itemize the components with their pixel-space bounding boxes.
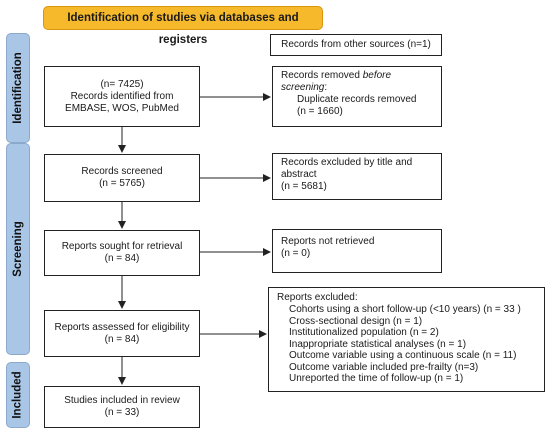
box-not-retrieved: Reports not retrieved (n = 0) (272, 229, 442, 273)
exclusion-reason: Institutionalized population (n = 2) (289, 327, 439, 338)
exclusion-reason: Cohorts using a short follow-up (<10 yea… (289, 304, 521, 315)
header-banner: Identification of studies via databases … (43, 6, 323, 46)
box-records-screened: Records screened (n = 5765) (44, 154, 200, 202)
exclusion-reason: Unreported the time of follow-up (n = 1) (289, 373, 464, 384)
removed-suffix: : (324, 82, 328, 93)
phase-identification: Identification (6, 33, 30, 143)
exclusion-reason: Outcome variable using a continuous scal… (289, 350, 517, 361)
assessed-label: Reports assessed for eligibility (54, 321, 190, 333)
header-title: Identification of studies via databases … (67, 12, 299, 46)
identified-line2: EMBASE, WOS, PubMed (65, 102, 179, 114)
box-records-excluded: Records excluded by title and abstract (… (272, 153, 442, 200)
assessed-n: (n = 84) (104, 333, 140, 345)
phase-screening: Screening (6, 143, 30, 355)
identified-line1: Records identified from (70, 90, 174, 102)
exclusion-reason: Inappropriate statistical analyses (n = … (289, 338, 467, 350)
identified-n: (n= 7425) (100, 78, 144, 90)
excluded-line2: abstract (281, 169, 317, 180)
box-reports-sought: Reports sought for retrieval (n = 84) (44, 230, 200, 276)
removed-detail: Duplicate records removed (297, 94, 417, 105)
reports-excluded-title: Reports excluded: (277, 292, 358, 303)
exclusion-reason: Cross-sectional design (n = 1) (289, 315, 423, 327)
phase-included: Included (6, 362, 30, 428)
not-retrieved-label: Reports not retrieved (281, 236, 375, 247)
box-records-identified: (n= 7425) Records identified from EMBASE… (44, 66, 200, 127)
sought-label: Reports sought for retrieval (61, 241, 183, 252)
screened-label: Records screened (81, 166, 163, 177)
reports-excluded-list: Cohorts using a short follow-up (<10 yea… (277, 304, 536, 385)
box-reports-excluded: Reports excluded: Cohorts using a short … (268, 287, 545, 392)
screened-n: (n = 5765) (99, 178, 145, 189)
box-records-removed: Records removed before screening: Duplic… (272, 66, 442, 127)
not-retrieved-n: (n = 0) (281, 248, 311, 259)
included-n: (n = 33) (104, 407, 140, 418)
exclusion-reason: Outcome variable included pre-frailty (n… (289, 361, 479, 373)
other-sources-text: Records from other sources (n=1) (281, 39, 431, 50)
included-label: Studies included in review (64, 395, 180, 406)
box-studies-included: Studies included in review (n = 33) (44, 386, 200, 428)
removed-prefix: Records removed (281, 70, 363, 81)
removed-italic: before screening (281, 70, 392, 93)
excluded-n: (n = 5681) (281, 181, 327, 192)
removed-n: (n = 1660) (297, 106, 343, 117)
box-other-sources: Records from other sources (n=1) (270, 34, 442, 56)
removed-heading: Records removed before screening: (281, 70, 433, 94)
box-reports-assessed: Reports assessed for eligibility (n = 84… (44, 310, 200, 357)
excluded-line1: Records excluded by title and (281, 157, 413, 168)
sought-n: (n = 84) (104, 253, 140, 264)
